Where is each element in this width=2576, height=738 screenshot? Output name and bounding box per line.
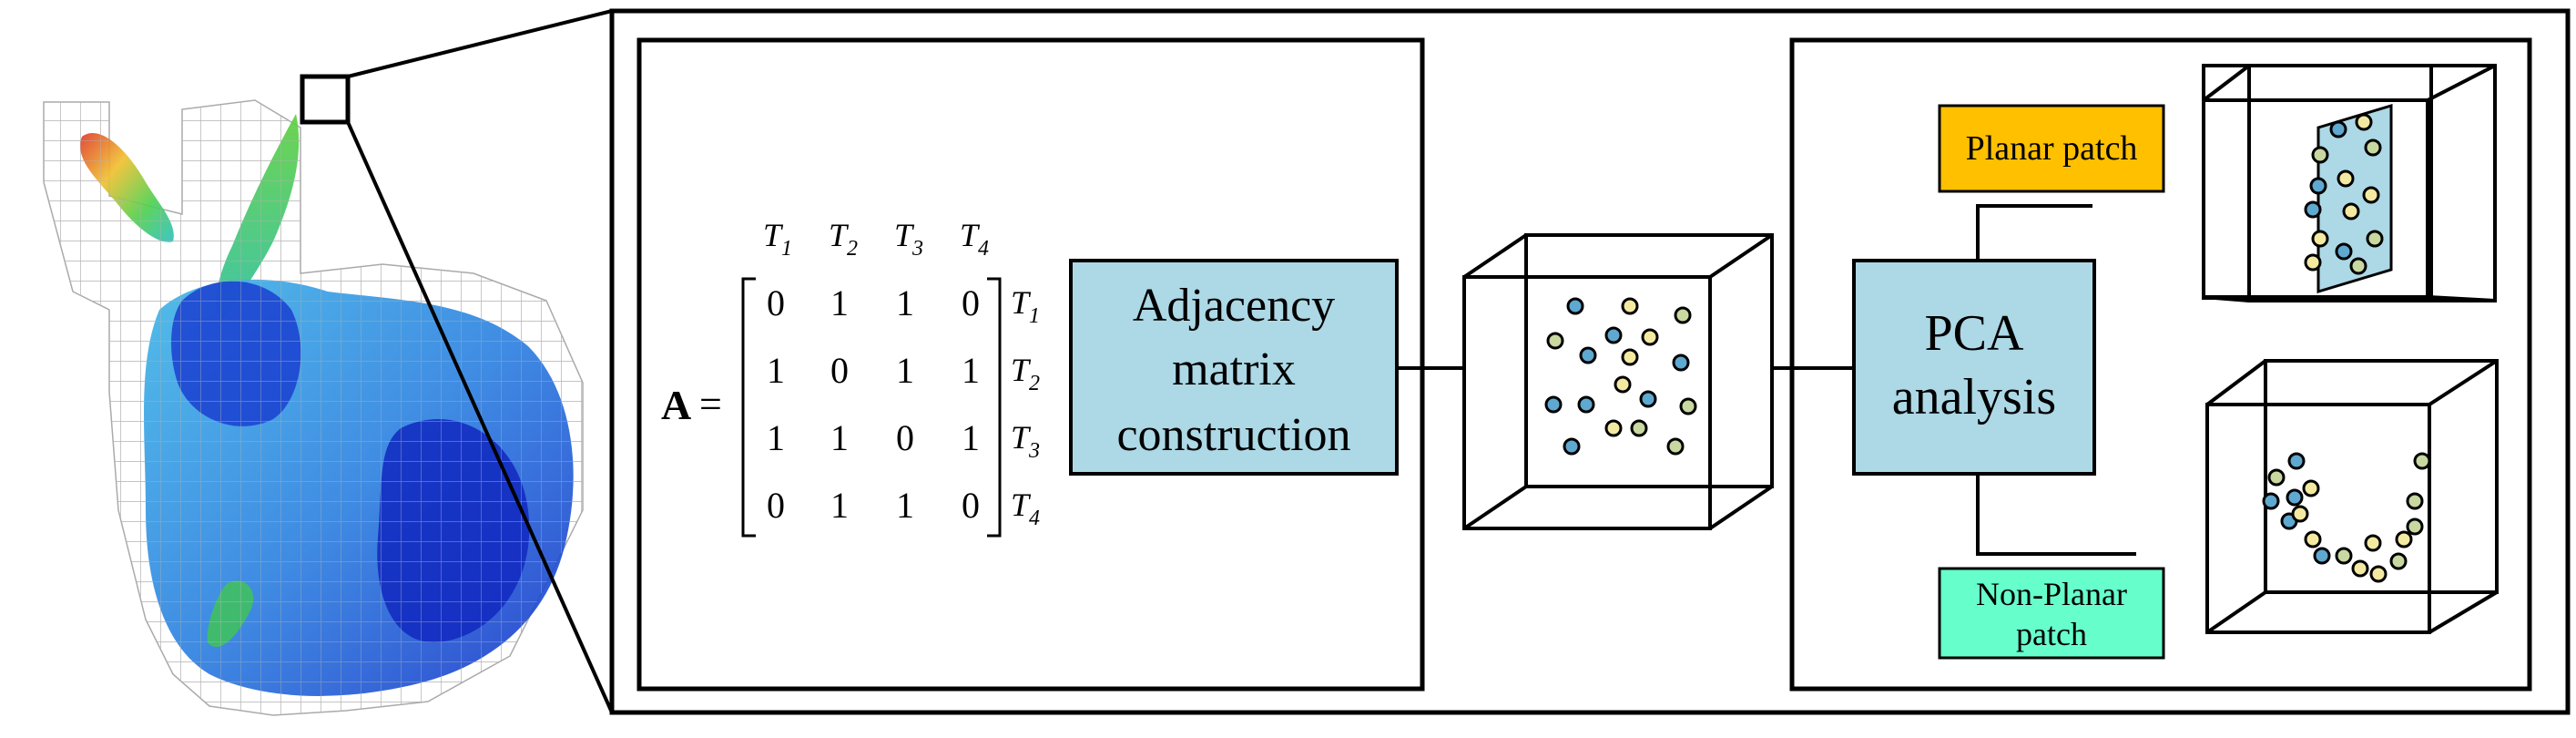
nonplanar-cube-frame	[2205, 359, 2499, 634]
matrix-cell: 1	[896, 282, 914, 323]
adjacency-label-line1: Adjacency	[1133, 280, 1335, 332]
row-header: T3	[1011, 419, 1040, 463]
col-header: T3	[894, 217, 923, 261]
col-header: T1	[763, 217, 792, 261]
left-panel	[636, 37, 1425, 692]
matrix-cell: 0	[767, 282, 785, 323]
row-header: T2	[1011, 352, 1040, 395]
matrix-cell: 1	[830, 417, 849, 458]
pca-analysis-box: PCA analysis	[1852, 259, 2096, 476]
row-header: T4	[1011, 487, 1040, 530]
matrix-cell: 1	[767, 350, 785, 391]
adjacency-matrix: A = T1 T2 T3 T4 0 1 1 0 1 0 1 1 1 1 0 1 …	[661, 217, 1040, 538]
nonplanar-patch-label-line1: Non-Planar	[1976, 576, 2127, 612]
col-header: T2	[829, 217, 858, 261]
nonplanar-points	[2262, 452, 2431, 583]
matrix-left-bracket	[741, 277, 756, 538]
matrix-cell: 0	[767, 485, 785, 526]
voxelized-bunny	[43, 74, 584, 716]
matrix-cell: 0	[896, 417, 914, 458]
matrix-cell: 0	[962, 282, 980, 323]
planar-patch-label: Planar patch	[1966, 129, 2138, 168]
adjacency-label-line2: matrix	[1172, 343, 1296, 395]
matrix-cell: 0	[962, 485, 980, 526]
matrix-right-bracket	[987, 277, 1002, 538]
nonplanar-patch-tag: Non-Planar patch	[1938, 567, 2165, 660]
pipeline-frame	[609, 8, 2571, 715]
planar-cube-frame	[2202, 64, 2497, 302]
pca-label-line1: PCA	[1925, 305, 2024, 362]
matrix-cell: 1	[962, 417, 980, 458]
point-cloud-points	[1544, 297, 1697, 456]
adjacency-label-line3: construction	[1116, 409, 1350, 461]
planar-patch-tag: Planar patch	[1938, 104, 2165, 193]
matrix-cell: 1	[767, 417, 785, 458]
selected-voxel	[300, 74, 351, 125]
matrix-cell: 0	[830, 350, 849, 391]
matrix-cell: 1	[830, 282, 849, 323]
nonplanar-patch-label-line2: patch	[2016, 616, 2087, 652]
col-header: T4	[960, 217, 989, 261]
matrix-cell: 1	[962, 350, 980, 391]
matrix-equals: =	[699, 382, 722, 426]
matrix-cells: 0 1 1 0 1 0 1 1 1 1 0 1 0 1 1 0	[767, 282, 980, 526]
row-header: T1	[1011, 284, 1040, 328]
point-cloud-cube	[1462, 233, 1774, 530]
right-panel	[1789, 37, 2532, 692]
matrix-row-headers: T1 T2 T3 T4	[1011, 284, 1040, 530]
matrix-cell: 1	[896, 485, 914, 526]
matrix-cell: 1	[896, 350, 914, 391]
planar-points	[2304, 113, 2384, 275]
matrix-cell: 1	[830, 485, 849, 526]
matrix-lhs: A	[661, 382, 691, 428]
matrix-column-headers: T1 T2 T3 T4	[763, 217, 989, 261]
zoom-lines	[346, 9, 614, 713]
adjacency-construction-box: Adjacency matrix construction	[1069, 259, 1399, 476]
connectors	[1397, 204, 2136, 556]
pca-label-line2: analysis	[1892, 369, 2056, 425]
